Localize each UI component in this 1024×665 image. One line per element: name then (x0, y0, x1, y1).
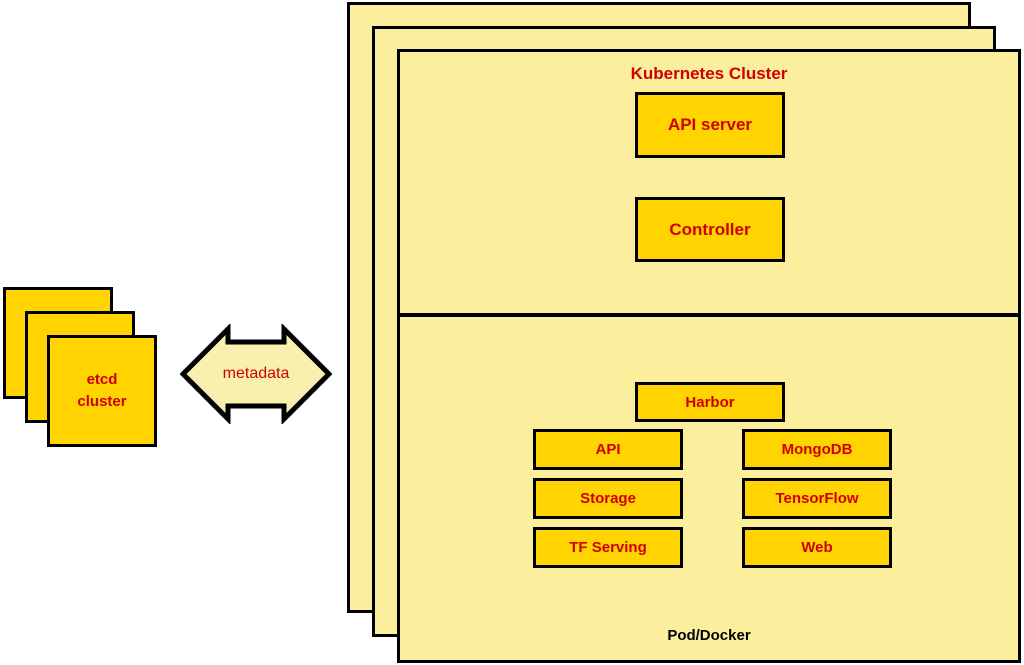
etcd-cluster-box: etcd cluster (47, 335, 157, 447)
pod-docker-label: Pod/Docker (667, 627, 751, 644)
tensorflow-box: TensorFlow (742, 478, 892, 519)
metadata-label: metadata (222, 365, 290, 382)
web-box: Web (742, 527, 892, 568)
double-arrow-icon (180, 324, 332, 424)
tf-serving-box: TF Serving (533, 527, 683, 568)
api-server-box: API server (635, 92, 785, 158)
harbor-box: Harbor (635, 382, 785, 422)
control-plane-pod-divider (400, 313, 1018, 317)
cluster-title: Kubernetes Cluster (630, 64, 788, 83)
etcd-label-line2: cluster (77, 393, 127, 410)
api-box: API (533, 429, 683, 470)
mongodb-box: MongoDB (742, 429, 892, 470)
controller-box: Controller (635, 197, 785, 262)
storage-box: Storage (533, 478, 683, 519)
etcd-label-line1: etcd (86, 370, 118, 388)
